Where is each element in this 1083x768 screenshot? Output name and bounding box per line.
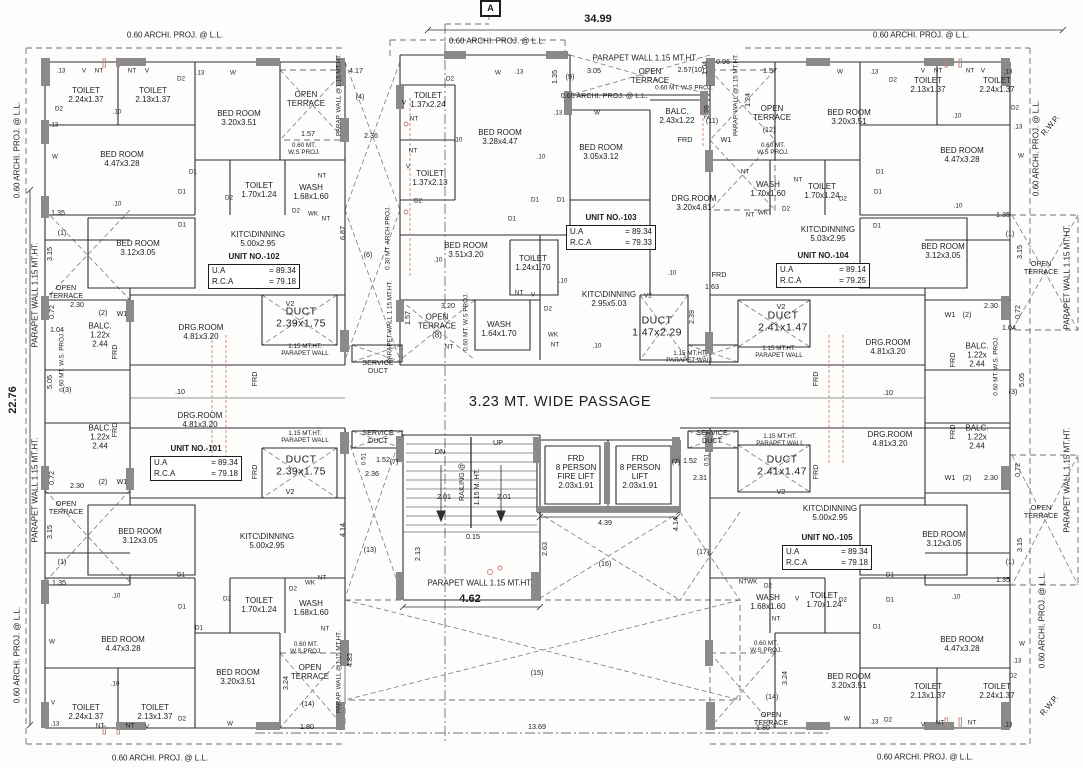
ua-label: U.A [780, 265, 794, 274]
terrace-cross-hatching [44, 54, 1079, 729]
rca-value: = 79.18 [211, 468, 238, 478]
unit-title: UNIT NO.-101 [170, 444, 222, 453]
unit-title: UNIT NO.-103 [585, 213, 637, 222]
ua-label: U.A [570, 227, 584, 236]
rca-label: R.C.A [780, 275, 802, 285]
unit-data-table: U.A = 89.34 R.C.A = 79.18 [150, 456, 242, 481]
wall-columns [41, 51, 1010, 730]
ua-value: = 89.34 [841, 547, 868, 556]
unit-title: UNIT NO.-105 [801, 533, 853, 542]
rca-label: R.C.A [786, 557, 808, 567]
rca-label: R.C.A [212, 276, 234, 286]
stair-treads [403, 437, 540, 533]
ua-value: = 89.34 [625, 227, 652, 236]
unit-info-104: UNIT NO.-104 U.A = 89.14 R.C.A = 79.25 [776, 251, 870, 288]
ua-value: = 89.34 [269, 266, 296, 275]
plumbing-accent-marks [102, 58, 962, 735]
unit-title: UNIT NO.-104 [797, 251, 849, 260]
unit-info-105: UNIT NO.-105 U.A = 89.34 R.C.A = 79.18 [782, 533, 872, 570]
unit-info-103: UNIT NO.-103 U.A = 89.34 R.C.A = 79.33 [566, 213, 656, 250]
unit-info-101: UNIT NO.-101 U.A = 89.34 R.C.A = 79.18 [150, 444, 242, 481]
rca-value: = 79.25 [839, 275, 866, 285]
ua-label: U.A [786, 547, 800, 556]
section-lines [255, 24, 830, 744]
boundary-dashed-lines [25, 14, 1079, 745]
walls [44, 54, 1011, 729]
rca-label: R.C.A [154, 468, 176, 478]
rca-value: = 79.18 [269, 276, 296, 286]
rca-value: = 79.18 [841, 557, 868, 567]
unit-data-table: U.A = 89.34 R.C.A = 79.18 [208, 264, 300, 289]
unit-data-table: U.A = 89.14 R.C.A = 79.25 [776, 263, 870, 288]
unit-title: UNIT NO.-102 [228, 252, 280, 261]
ua-label: U.A [212, 266, 226, 275]
ua-label: U.A [154, 458, 168, 467]
unit-data-table: U.A = 89.34 R.C.A = 79.33 [566, 225, 656, 250]
rca-label: R.C.A [570, 237, 592, 247]
ua-value: = 89.34 [211, 458, 238, 467]
ua-value: = 89.14 [839, 265, 866, 274]
dimension-lines [26, 26, 1067, 729]
rca-value: = 79.33 [625, 237, 652, 247]
unit-info-102: UNIT NO.-102 U.A = 89.34 R.C.A = 79.18 [208, 252, 300, 289]
unit-data-table: U.A = 89.34 R.C.A = 79.18 [782, 545, 872, 570]
section-marker-a: A [480, 0, 501, 17]
